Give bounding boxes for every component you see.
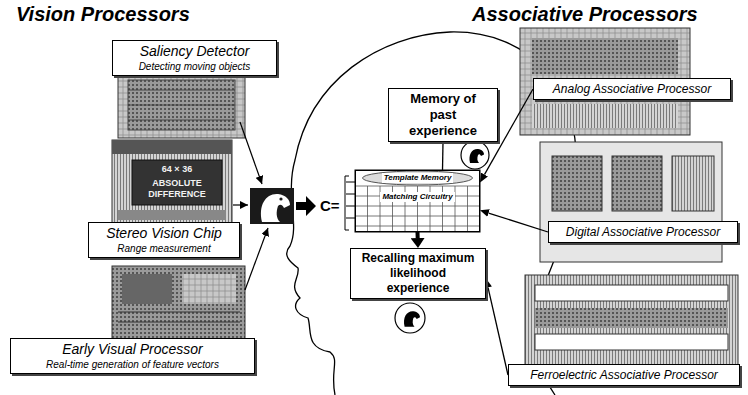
eagle-image [250,188,294,224]
chip-photo [112,140,232,232]
matching-array: Template MemoryMatching Circuitry [355,170,480,232]
memory-box: Memory of past experience [388,88,498,142]
result-box: Recalling maximum likelihood experience [350,248,486,299]
box-title: Ferroelectric Associative Processor [515,367,733,383]
box-title: Template Memory [382,173,454,183]
section-heading: Vision Processors [16,2,190,26]
chip-photo [112,266,245,340]
chip-label-box: Digital Associative Processor [548,221,738,243]
section-heading: Associative Processors [472,2,698,26]
eagle-icon [395,303,425,333]
chip-label-box: Stereo Vision ChipRange measurement [88,222,240,258]
pointer-arrow [245,228,268,290]
box-title: Early Visual Processor [17,341,248,358]
chip-label-box: Saliency DetectorDetecting moving object… [112,40,277,76]
box-subtitle: Real-time generation of feature vectors [17,358,248,371]
box-subtitle: Matching Circuitry [380,192,454,202]
chip-label-box: Analog Associative Processor [533,78,731,100]
vector-symbol: C= [320,197,340,215]
chip-photo [540,142,722,262]
connector [489,213,548,232]
pointer-arrow [233,204,248,205]
pointer-arrow [240,122,262,184]
chip-marking: ABSOLUTE DIFFERENCE [132,178,222,200]
connector [488,287,508,375]
box-title: Analog Associative Processor [540,81,724,97]
chip-photo [525,275,738,372]
box-title: Memory of past experience [395,91,491,139]
matching-grid [355,170,480,232]
box-title: Saliency Detector [119,43,270,60]
box-title: Stereo Vision Chip [95,225,233,242]
chip-marking: 64 × 36 [132,164,222,175]
box-title: Recalling maximum likelihood experience [357,251,479,296]
box-subtitle: Range measurement [95,242,233,255]
box-subtitle: Detecting moving objects [119,60,270,73]
eagle-icon [461,141,489,169]
chip-label-box: Early Visual ProcessorReal-time generati… [10,338,255,374]
chip-label-box: Ferroelectric Associative Processor [508,364,740,386]
connector [442,142,444,170]
thick-arrow [296,196,316,216]
box-title: Digital Associative Processor [555,224,731,240]
vector-bracket [345,176,355,230]
connector [416,232,420,238]
